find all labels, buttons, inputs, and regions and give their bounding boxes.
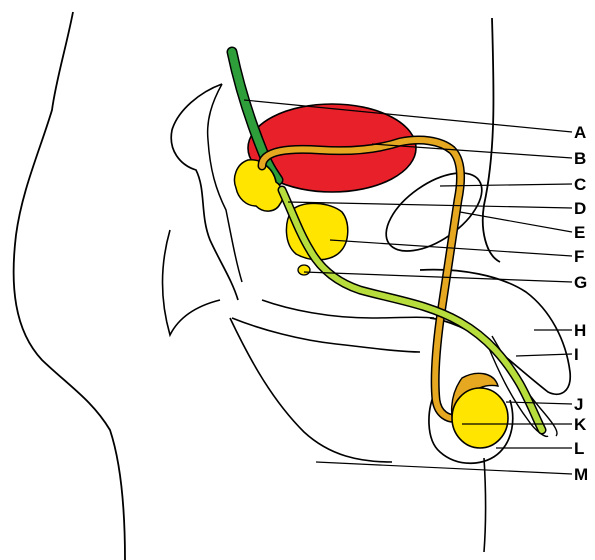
leader-line-M xyxy=(316,462,572,474)
testis xyxy=(452,388,508,448)
label-L: L xyxy=(574,439,584,458)
label-E: E xyxy=(574,223,585,242)
label-A: A xyxy=(574,123,586,142)
label-D: D xyxy=(574,199,586,218)
label-H: H xyxy=(574,321,586,340)
label-K: K xyxy=(574,415,587,434)
leader-line-I xyxy=(516,354,572,356)
leader-line-E xyxy=(460,212,572,232)
body-outline-back xyxy=(14,12,125,560)
labels: A B C D E F G H I J K L M xyxy=(574,123,588,484)
label-B: B xyxy=(574,149,586,168)
leg-front-line xyxy=(484,458,486,552)
label-I: I xyxy=(574,345,579,364)
label-F: F xyxy=(574,247,584,266)
label-M: M xyxy=(574,465,588,484)
buttock-crease xyxy=(163,230,221,335)
label-J: J xyxy=(574,395,583,414)
bulbourethral-gland xyxy=(298,265,310,275)
abdomen-outline xyxy=(483,18,500,262)
rectum-outline xyxy=(171,84,238,300)
perineum-line xyxy=(232,318,420,352)
label-C: C xyxy=(574,175,586,194)
label-G: G xyxy=(574,273,587,292)
leg-back-line xyxy=(230,318,392,462)
